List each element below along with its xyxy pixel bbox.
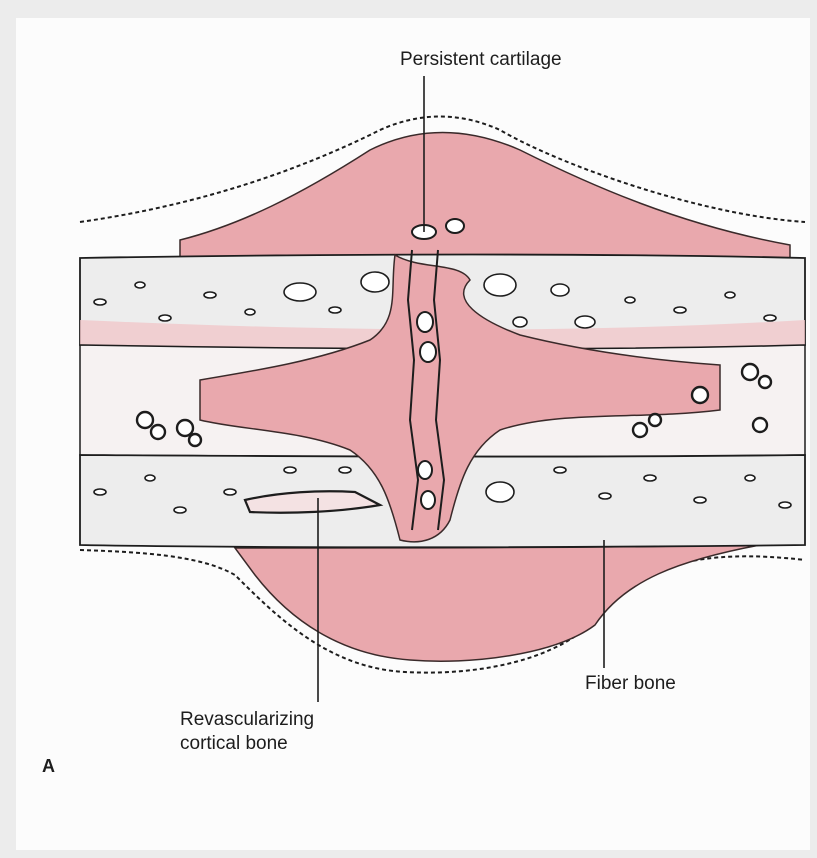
label-persistent-cartilage: Persistent cartilage bbox=[400, 48, 562, 72]
label-fiber-bone: Fiber bone bbox=[585, 672, 676, 696]
label-revascularizing-cortical-bone: Revascularizing cortical bone bbox=[180, 708, 314, 756]
label-revascularizing-line2: cortical bone bbox=[180, 732, 314, 756]
lower-callus bbox=[235, 545, 760, 661]
label-revascularizing-line1: Revascularizing bbox=[180, 708, 314, 732]
panel-letter: A bbox=[42, 754, 55, 778]
upper-callus bbox=[180, 132, 790, 262]
